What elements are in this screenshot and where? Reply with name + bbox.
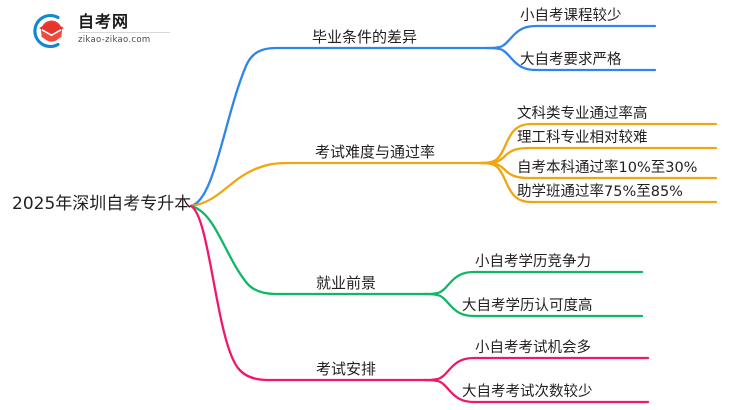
leaf-label-1-0: 文科类专业通过率高 — [517, 106, 648, 122]
leaf-label-2-0: 小自考学历竞争力 — [475, 254, 591, 270]
graduation-cap-icon — [28, 12, 72, 50]
logo-subtitle: zikao-zikao.com — [78, 35, 151, 45]
branch-label-0: 毕业条件的差异 — [312, 28, 418, 46]
leaf-label-0-0: 小自考课程较少 — [520, 8, 622, 24]
logo-divider — [78, 32, 170, 33]
leaf-label-1-2: 自考本科通过率10%至30% — [517, 160, 698, 176]
site-logo: 自考网 zikao-zikao.com — [28, 10, 170, 52]
root-node-label: 2025年深圳自考专升本 — [12, 194, 192, 214]
branch-connector-3 — [189, 204, 650, 404]
branch-label-2: 就业前景 — [316, 274, 377, 292]
branch-label-3: 考试安排 — [316, 360, 377, 378]
leaf-label-3-0: 小自考考试机会多 — [475, 340, 591, 356]
leaf-label-3-1: 大自考考试次数较少 — [462, 384, 593, 400]
leaf-label-2-1: 大自考学历认可度高 — [462, 298, 593, 314]
leaf-label-1-1: 理工科专业相对较难 — [517, 130, 648, 146]
branch-connector-2 — [189, 204, 644, 318]
logo-title: 自考网 — [78, 12, 130, 31]
leaf-label-0-1: 大自考要求严格 — [520, 52, 622, 68]
branch-connector-0 — [189, 24, 657, 208]
branch-connector-1 — [189, 122, 718, 208]
branch-label-1: 考试难度与通过率 — [315, 143, 436, 161]
leaf-label-1-3: 助学班通过率75%至85% — [517, 184, 683, 200]
